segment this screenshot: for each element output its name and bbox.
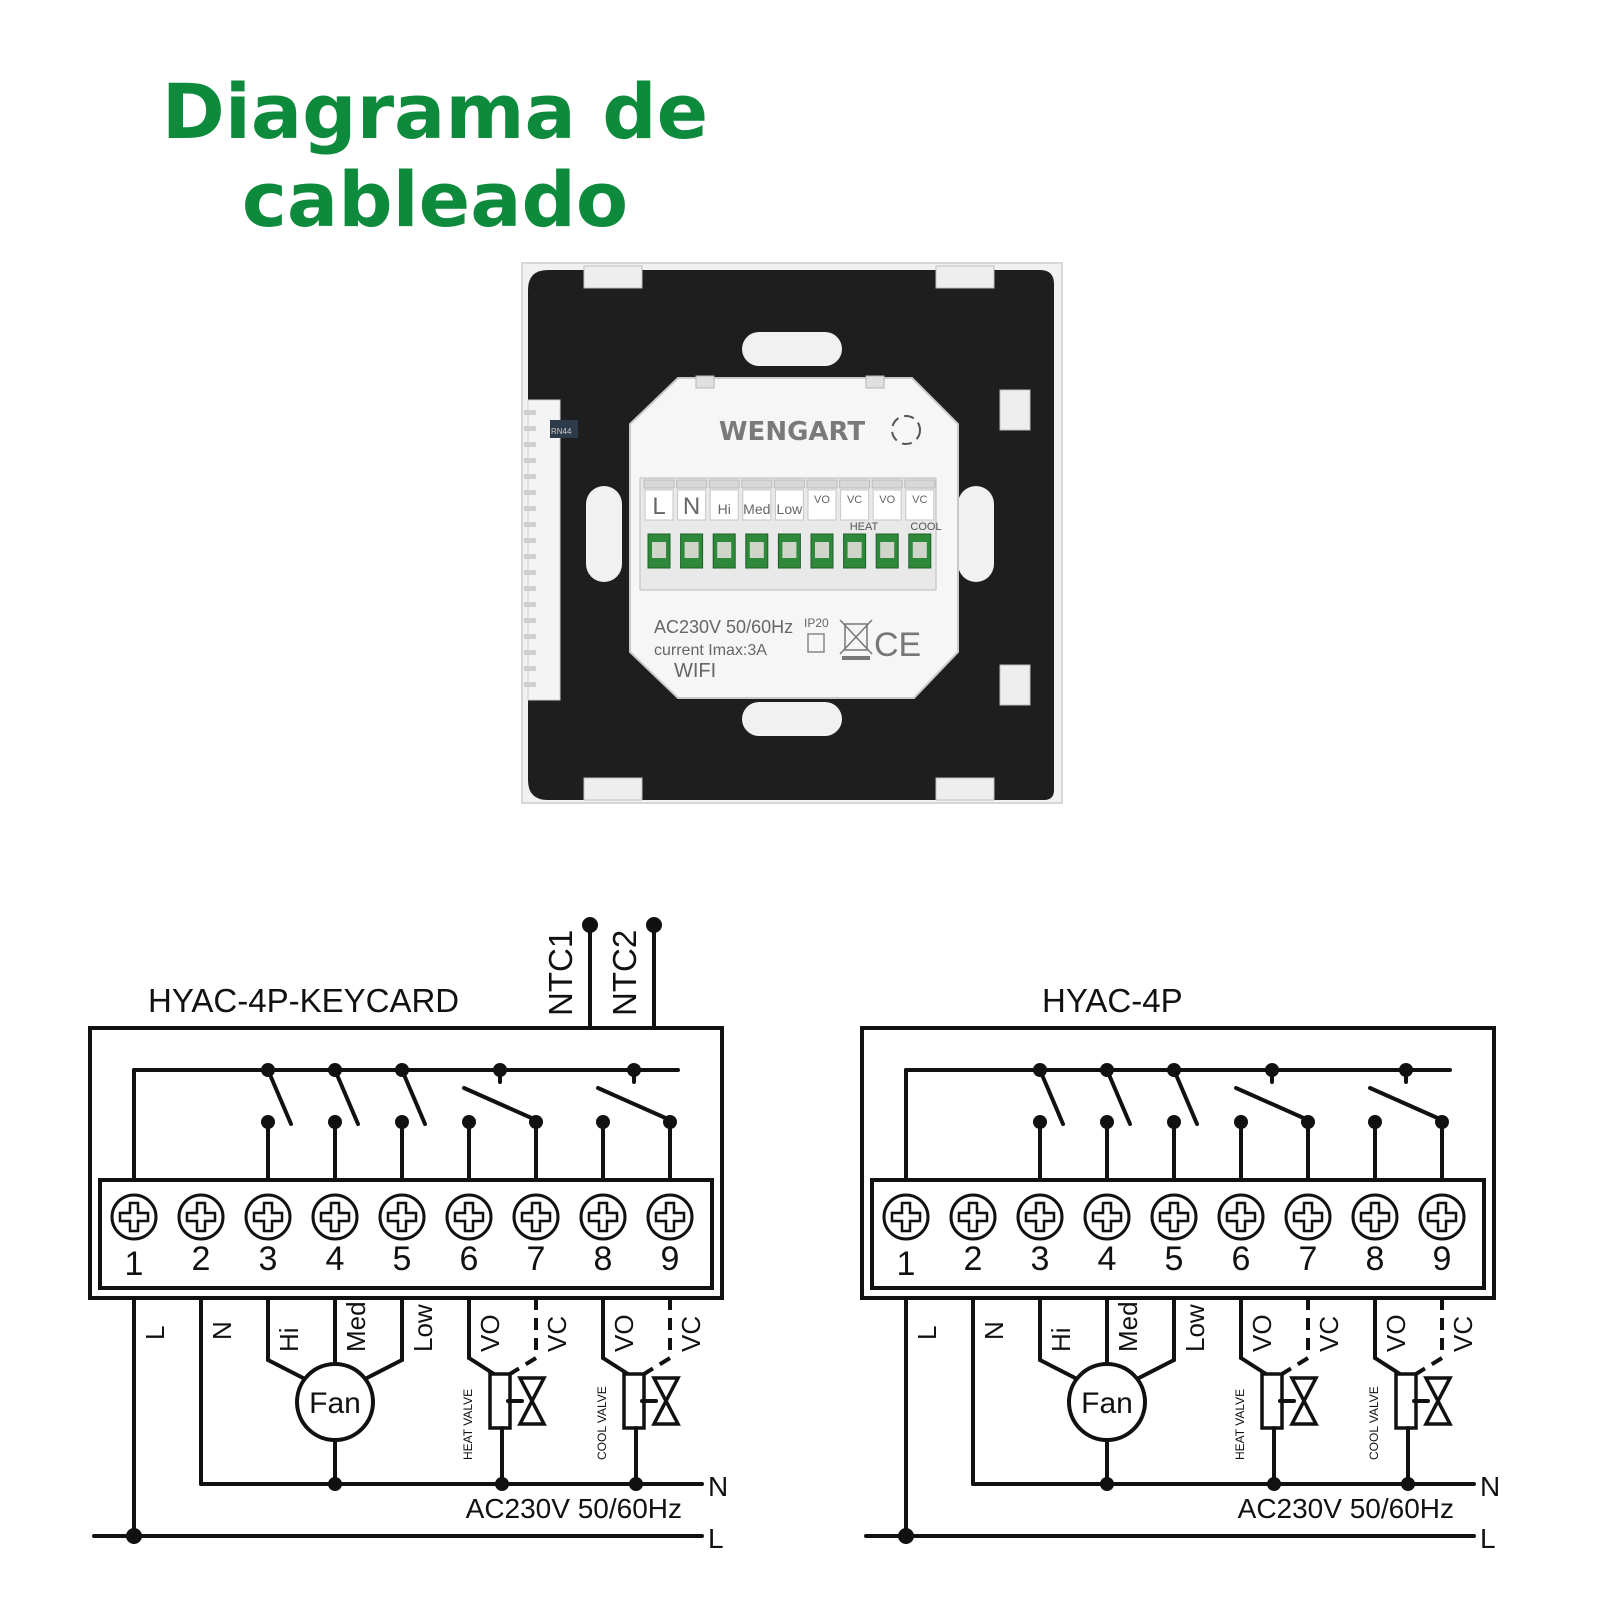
title-line-2: cableado	[241, 155, 629, 244]
terminal-number: 3	[1031, 1240, 1050, 1278]
terminal-number: 9	[1433, 1240, 1452, 1278]
wire-label: VC	[1448, 1316, 1478, 1352]
fan-label: Fan	[309, 1387, 361, 1420]
neutral-line-label: N	[708, 1471, 728, 1502]
heat-group-label: HEAT	[850, 521, 879, 533]
model-label: HYAC-4P-KEYCARD	[148, 982, 459, 1019]
device-terminal-label: VC	[847, 494, 862, 506]
device-terminal-label: N	[683, 493, 700, 520]
wire-label: VC	[1314, 1316, 1344, 1352]
page-title: Diagrama de cableado	[150, 68, 720, 244]
wire-label: VO	[1381, 1314, 1411, 1352]
device-terminal-label: Med	[743, 501, 770, 517]
device-terminal-label: VC	[912, 494, 927, 506]
ip-label: IP20	[804, 616, 829, 630]
model-label: HYAC-4P	[1042, 982, 1183, 1019]
wire-label: Hi	[274, 1327, 304, 1352]
title-line-1: Diagrama de	[161, 67, 709, 156]
tiny-label: RN44	[551, 427, 572, 436]
ntc-label: NTC1	[542, 930, 579, 1016]
double-insulation-icon	[807, 633, 825, 653]
wire-label: Low	[408, 1304, 438, 1352]
device-terminal-label: VO	[814, 494, 830, 506]
wire-label: VO	[609, 1314, 639, 1352]
ce-mark: CE	[874, 626, 921, 664]
heat-valve-icon	[517, 1376, 547, 1426]
terminal-number: 1	[125, 1245, 144, 1283]
device-terminal-label: Hi	[718, 501, 731, 517]
wire-label: Hi	[1046, 1327, 1076, 1352]
terminal-number: 7	[1299, 1240, 1318, 1278]
terminal-number: 4	[326, 1240, 345, 1278]
device-terminal-label: L	[652, 493, 665, 520]
cool-valve-label: COOL VALVE	[595, 1386, 609, 1460]
wire-label: N	[207, 1321, 237, 1340]
reset-icon	[891, 415, 921, 445]
wire-label: L	[140, 1326, 170, 1340]
wire-label: VO	[475, 1314, 505, 1352]
heat-valve-label: HEAT VALVE	[1233, 1389, 1247, 1460]
terminal-number: 5	[393, 1240, 412, 1278]
live-line-label: L	[1480, 1523, 1496, 1554]
terminal-number: 8	[1366, 1240, 1385, 1278]
device-terminal-label: VO	[879, 494, 895, 506]
side-vent-slots	[524, 410, 536, 687]
ntc-label: NTC2	[606, 930, 643, 1016]
terminal-number: 4	[1098, 1240, 1117, 1278]
wire-label: VC	[676, 1316, 706, 1352]
terminal-number: 2	[192, 1240, 211, 1278]
terminal-number: 7	[527, 1240, 546, 1278]
fan-label: Fan	[1081, 1387, 1133, 1420]
wire-label: Med	[341, 1301, 371, 1352]
terminal-number: 6	[460, 1240, 479, 1278]
cool-valve-icon	[1423, 1376, 1453, 1426]
cool-valve-icon	[651, 1376, 681, 1426]
terminal-number: 9	[661, 1240, 680, 1278]
wire-label: VC	[542, 1316, 572, 1352]
device-terminal-label: Low	[777, 501, 804, 517]
terminal-number: 1	[897, 1245, 916, 1283]
weee-bin-icon	[839, 619, 873, 660]
wire-label: VO	[1247, 1314, 1277, 1352]
supply-label: AC230V 50/60Hz	[1238, 1493, 1454, 1524]
live-line-label: L	[708, 1523, 724, 1554]
heat-valve-icon	[1289, 1376, 1319, 1426]
neutral-line-label: N	[1480, 1471, 1500, 1502]
wire-label: Med	[1113, 1301, 1143, 1352]
wire-label: L	[912, 1326, 942, 1340]
terminal-number: 6	[1232, 1240, 1251, 1278]
cool-valve-label: COOL VALVE	[1367, 1386, 1381, 1460]
wire-label: Low	[1180, 1304, 1210, 1352]
terminal-number: 8	[594, 1240, 613, 1278]
wire-label: N	[979, 1321, 1009, 1340]
wifi-label: WIFI	[674, 660, 716, 682]
supply-label: AC230V 50/60Hz	[466, 1493, 682, 1524]
terminal-number: 2	[964, 1240, 983, 1278]
terminal-number: 5	[1165, 1240, 1184, 1278]
rating-label: AC230V 50/60Hz	[654, 617, 793, 637]
cool-group-label: COOL	[910, 521, 941, 533]
brand-logo: WENGART	[719, 417, 866, 447]
terminal-number: 3	[259, 1240, 278, 1278]
heat-valve-label: HEAT VALVE	[461, 1389, 475, 1460]
current-label: current Imax:3A	[654, 642, 767, 659]
